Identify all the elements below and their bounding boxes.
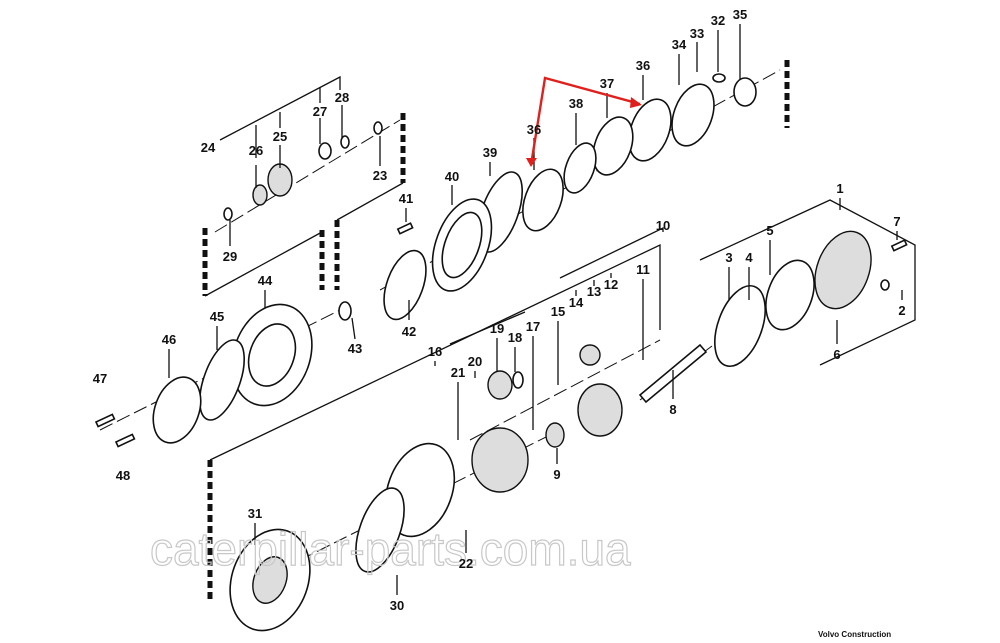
part-label-40: 40 [445,169,459,184]
part-9-gear [545,422,565,448]
watermark: caterpillar-parts.com.ua [150,523,631,575]
part-2-plug [880,279,890,291]
part-35-bearing [733,77,757,107]
part-label-39: 39 [483,145,497,160]
part-label-23: 23 [373,168,387,183]
part-label-14: 14 [569,295,584,310]
part-label-19: 19 [490,321,504,336]
part-label-5: 5 [766,223,773,238]
part-label-12: 12 [604,277,618,292]
part-38-ring [563,142,597,194]
part-label-28: 28 [335,90,349,105]
part-15-carrier [577,383,623,437]
part-label-41: 41 [399,191,413,206]
part-23-clip [373,121,383,135]
part-label-48: 48 [116,468,130,483]
part-label-24: 24 [201,140,216,155]
part-label-3: 3 [725,250,732,265]
part-45-oring [199,339,245,421]
credit-text: Volvo Construction [818,630,891,639]
part-46-cover [152,376,202,444]
part-label-37: 37 [600,76,614,91]
part-label-7: 7 [893,214,900,229]
part-26-bearing [252,184,268,206]
part-27-washer [318,142,332,160]
part-label-25: 25 [273,129,287,144]
part-28-washer [340,135,350,149]
part-34-ring [671,83,715,147]
part-label-29: 29 [223,249,237,264]
part-48-plug [114,433,136,448]
part-19-gear [487,370,513,400]
part-14-gear [579,344,601,366]
part-42-ring [383,249,427,321]
part-label-31: 31 [248,506,262,521]
part-label-18: 18 [508,330,522,345]
part-label-2: 2 [898,303,905,318]
part-18-washer [512,371,524,389]
part-1-ring-gear [814,230,872,310]
part-label-1: 1 [836,181,843,196]
part-29-ring [223,207,233,221]
part-label-45: 45 [210,309,224,324]
part-label-4: 4 [745,250,753,265]
parts [94,73,908,632]
part-label-11: 11 [636,262,650,277]
part-label-15: 15 [551,304,565,319]
part-label-17: 17 [526,319,540,334]
part-7-bolt [890,239,908,252]
part-label-9: 9 [553,467,560,482]
part-3-oring [714,285,766,367]
part-label-43: 43 [348,341,362,356]
part-36-seal-b [522,168,564,232]
part-30-oring [355,487,405,573]
part-label-13: 13 [587,284,601,299]
part-label-27: 27 [313,104,327,119]
part-43-washer [338,301,352,321]
part-label-36b: 36 [527,122,541,137]
part-47-bolt [94,413,116,428]
part-36-seal [628,98,672,162]
part-label-44: 44 [258,273,273,288]
part-label-33: 33 [690,26,704,41]
part-5-gear [765,259,815,331]
part-32-bolt [712,73,726,83]
highlight-arrow [526,76,642,167]
group-borders [202,60,916,600]
part-label-42: 42 [402,324,416,339]
part-label-35: 35 [733,7,747,22]
part-label-34: 34 [672,37,687,52]
part-label-38: 38 [569,96,583,111]
part-16-carrier [471,427,529,493]
part-label-47: 47 [93,371,107,386]
part-label-32: 32 [711,13,725,28]
part-label-20: 20 [468,354,482,369]
part-label-16: 16 [428,344,442,359]
part-label-46: 46 [162,332,176,347]
part-label-26: 26 [249,143,263,158]
part-label-30: 30 [390,598,404,613]
part-label-22: 22 [459,556,473,571]
part-label-6: 6 [833,347,840,362]
part-label-10: 10 [656,218,670,233]
part-label-8: 8 [669,402,676,417]
part-41-bolt [396,222,414,235]
part-37-ring [592,116,634,176]
part-label-21: 21 [451,365,465,380]
leader-lines [168,24,903,595]
part-label-36a: 36 [636,58,650,73]
part-25-gear [267,163,293,197]
